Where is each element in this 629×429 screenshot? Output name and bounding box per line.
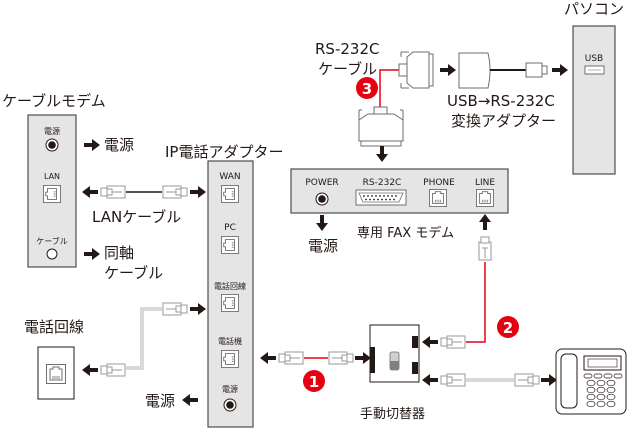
fax-modem-power-text: 電源 [308, 237, 338, 255]
fax-modem-device: POWER RS-232C PHONE LINE [290, 168, 509, 214]
svg-text:2: 2 [503, 319, 513, 337]
telephone-icon [555, 348, 627, 415]
ip-adapter-device: WAN PC 電話回線 電話機 電源 [207, 160, 254, 428]
arrow-left-icon [182, 394, 198, 406]
fax-modem-title: 専用 FAX モデム [357, 225, 454, 241]
cable-modem-lan-port-icon [43, 185, 61, 203]
ip-adapter-power-text: 電源 [145, 392, 175, 410]
rj11-connector-icon [514, 373, 540, 387]
db25-port-icon [355, 189, 407, 206]
cable-modem-power-label: 電源 [104, 136, 134, 154]
telephone-cable [422, 373, 557, 387]
lan-cable-label: LANケーブル [92, 208, 181, 226]
wall-jack-port-icon [46, 364, 66, 384]
svg-text:3: 3 [362, 80, 372, 98]
arrow-right-icon [440, 64, 456, 76]
ip-adapter-wan-port-icon [221, 185, 239, 203]
arrow-left-icon [422, 374, 438, 386]
cable-modem-lan-port-label: LAN [44, 172, 60, 181]
rj11-connector-icon [440, 373, 466, 387]
rj11-connector-icon [100, 363, 126, 377]
fax-modem-line-port-icon [476, 189, 494, 207]
wall-jack-device [37, 346, 75, 400]
ip-adapter-title: IP電話アダプター [165, 143, 283, 161]
rj11-connector-icon [478, 236, 492, 261]
manual-switch-title: 手動切替器 [360, 407, 425, 422]
rj11-connector-icon [328, 351, 354, 365]
usb-rs232c-adapter [458, 52, 548, 89]
pc-usb-label: USB [585, 54, 603, 64]
arrow-left-icon [260, 352, 276, 364]
ip-adapter-phone-label: 電話機 [218, 336, 242, 346]
fax-modem-power-jack-icon [315, 192, 329, 206]
manual-switch-device [369, 324, 420, 383]
cable-modem-power-jack-icon [45, 138, 59, 152]
arrow-left-icon [82, 186, 98, 198]
ip-adapter-pc-port-icon [221, 236, 239, 254]
badge-2: 2 [497, 316, 519, 338]
rs232c-cable-label-line1: RS-232C [315, 40, 379, 58]
wall-jack-title: 電話回線 [24, 318, 84, 336]
coax-label-line1: 同軸 [104, 244, 134, 262]
cable-2 [422, 214, 492, 349]
ip-adapter-phone-port-icon [221, 350, 239, 368]
ip-adapter-power-label: 電源 [222, 385, 238, 394]
cable-modem-device: 電源 LAN ケーブル [27, 114, 77, 268]
fax-modem-phone-port-icon [429, 189, 447, 207]
rj11-connector-icon [162, 302, 188, 316]
arrow-down-icon [376, 146, 388, 162]
rs232c-cable-label-line2: ケーブル [318, 60, 377, 78]
cable-modem-cable-port-label: ケーブル [36, 236, 68, 246]
ip-adapter-line-label: 電話回線 [214, 281, 246, 291]
svg-text:1: 1 [309, 373, 319, 391]
coax-label-line2: ケーブル [104, 264, 163, 282]
arrow-left-icon [422, 336, 438, 348]
fax-modem-rs232c-label: RS-232C [363, 178, 402, 188]
ip-adapter-line-port-icon [221, 294, 239, 312]
arrow-right-icon [84, 139, 100, 151]
switch-toggle-icon [389, 351, 400, 371]
fax-modem-phone-label: PHONE [423, 178, 455, 188]
arrow-right-icon [190, 186, 206, 198]
ip-adapter-power-jack-icon [223, 398, 237, 412]
cable-modem-title: ケーブルモデム [2, 92, 106, 110]
cable-1 [260, 351, 371, 365]
ip-adapter-pc-label: PC [224, 223, 236, 233]
db9-plug-icon [398, 51, 434, 89]
rs232c-cable [358, 51, 434, 147]
badge-1: 1 [303, 370, 325, 392]
cable-modem-power-port-label: 電源 [44, 127, 60, 136]
fax-modem-power-label: POWER [305, 178, 338, 188]
phone-line-cable [82, 302, 206, 377]
rj11-connector-icon [440, 335, 466, 349]
rj45-connector-icon [162, 185, 188, 199]
arrow-down-icon [316, 215, 328, 231]
badge-3: 3 [356, 77, 378, 99]
ip-adapter-wan-label: WAN [219, 172, 240, 182]
rj11-connector-icon [278, 351, 304, 365]
rj45-connector-icon [100, 185, 126, 199]
arrow-right-icon [552, 64, 568, 76]
pc-device: USB [572, 25, 616, 175]
lan-cable [82, 185, 206, 199]
fax-modem-line-label: LINE [475, 178, 495, 188]
db25-plug-icon [358, 106, 404, 147]
arrow-right-icon [190, 303, 206, 315]
arrow-right-icon [84, 248, 100, 260]
pc-title: パソコン [564, 0, 624, 18]
cable-modem-coax-port-icon [46, 248, 58, 260]
arrow-right-icon [355, 352, 371, 364]
arrow-left-icon [82, 364, 98, 376]
arrow-up-icon [479, 214, 491, 230]
usb-adapter-label-line1: USB→RS-232C [447, 92, 555, 110]
arrow-right-icon [541, 374, 557, 386]
usb-adapter-label-line2: 変換アダプター [451, 112, 556, 130]
